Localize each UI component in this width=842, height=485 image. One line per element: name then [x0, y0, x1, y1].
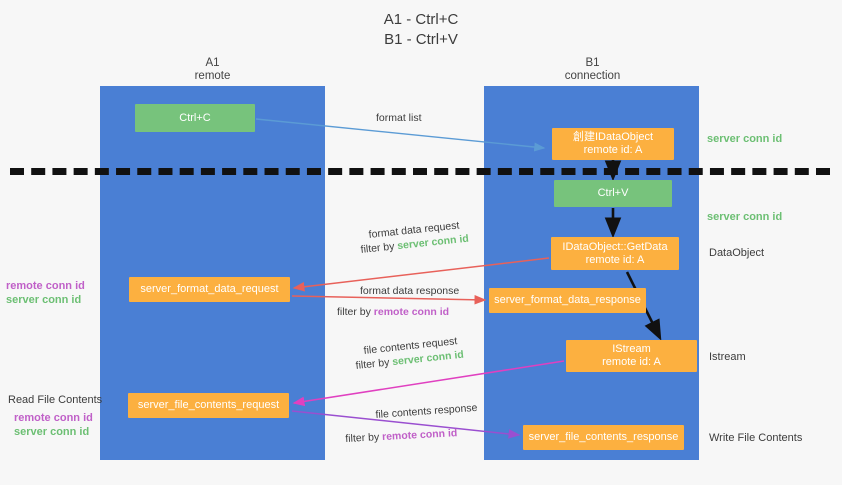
filter-prefix-fcreq: filter by	[355, 356, 393, 372]
filter-prefix-fdreq: filter by	[360, 240, 398, 256]
label-read-file-contents: Read File Contents	[8, 394, 103, 406]
box-server-file-contents-response-label: server_file_contents_response	[528, 431, 679, 443]
lane-a1-name: A1	[205, 57, 220, 69]
box-server-file-contents-response[interactable]: server_file_contents_response	[523, 425, 684, 450]
box-idataobject-getdata-line2: remote id: A	[585, 253, 645, 266]
box-idataobject-getdata-line1: IDataObject::GetData	[562, 240, 668, 253]
lane-header-b1: B1 connection	[525, 57, 660, 83]
label-dataobject: DataObject	[709, 247, 765, 259]
label-server-conn-id-left-2: server conn id	[14, 426, 90, 438]
box-istream[interactable]: IStream remote id: A	[566, 340, 697, 372]
box-istream-line2: remote id: A	[602, 356, 661, 368]
filter-prefix-fdres: filter by	[337, 306, 374, 318]
filter-value-fcres: remote conn id	[381, 427, 458, 444]
lane-b1-name: B1	[585, 57, 600, 69]
box-server-format-data-response[interactable]: server_format_data_response	[489, 288, 646, 313]
flow-label-file-contents-response: file contents response	[375, 401, 478, 421]
flow-label-format-data-response: format data response	[360, 285, 460, 297]
label-remote-conn-id-1: remote conn id	[6, 280, 85, 292]
lane-a1-role: remote	[194, 70, 231, 82]
title-line-2: B1 - Ctrl+V	[384, 31, 458, 48]
box-server-format-data-request-label: server_format_data_request	[140, 283, 279, 295]
box-idataobject-getdata[interactable]: IDataObject::GetData remote id: A	[551, 237, 679, 270]
box-create-idataobject[interactable]: 創建IDataObject remote id: A	[552, 128, 674, 160]
label-server-conn-id-top: server conn id	[707, 133, 783, 145]
box-create-idataobject-line2: remote id: A	[583, 144, 643, 156]
filter-prefix-fcres: filter by	[345, 431, 383, 445]
flow-label-format-list: format list	[376, 112, 422, 124]
flow-label-format-data-response-filter: filter by remote conn id	[337, 305, 449, 319]
diagram-title: A1 - Ctrl+C B1 - Ctrl+V	[0, 10, 842, 50]
label-remote-conn-id-2: remote conn id	[14, 412, 93, 424]
box-server-format-data-response-label: server_format_data_response	[494, 294, 641, 306]
lane-b1-role: connection	[564, 70, 621, 82]
phase-divider	[10, 168, 830, 175]
box-ctrl-c-label: Ctrl+C	[179, 111, 211, 124]
filter-value-fdres: remote conn id	[373, 306, 450, 318]
box-ctrl-v[interactable]: Ctrl+V	[554, 180, 672, 207]
box-server-file-contents-request-label: server_file_contents_request	[137, 399, 280, 411]
flow-label-file-contents-response-filter: filter by remote conn id	[345, 426, 458, 446]
box-server-file-contents-request[interactable]: server_file_contents_request	[128, 393, 289, 418]
label-write-file-contents: Write File Contents	[709, 432, 803, 444]
label-server-conn-id-second: server conn id	[707, 211, 783, 223]
lane-header-a1: A1 remote	[140, 57, 285, 83]
box-ctrl-v-label: Ctrl+V	[597, 187, 629, 199]
title-line-1: A1 - Ctrl+C	[383, 11, 459, 28]
label-left-conn-ids-bottom: remote conn id server conn id	[14, 411, 93, 439]
box-istream-line1: IStream	[612, 343, 651, 355]
box-ctrl-c[interactable]: Ctrl+C	[135, 104, 255, 132]
label-istream: Istream	[709, 351, 746, 363]
label-left-conn-ids-top: remote conn id server conn id	[6, 279, 85, 307]
label-server-conn-id-left-1: server conn id	[6, 294, 82, 306]
box-server-format-data-request[interactable]: server_format_data_request	[129, 277, 290, 302]
box-create-idataobject-line1: 創建IDataObject	[572, 131, 654, 143]
